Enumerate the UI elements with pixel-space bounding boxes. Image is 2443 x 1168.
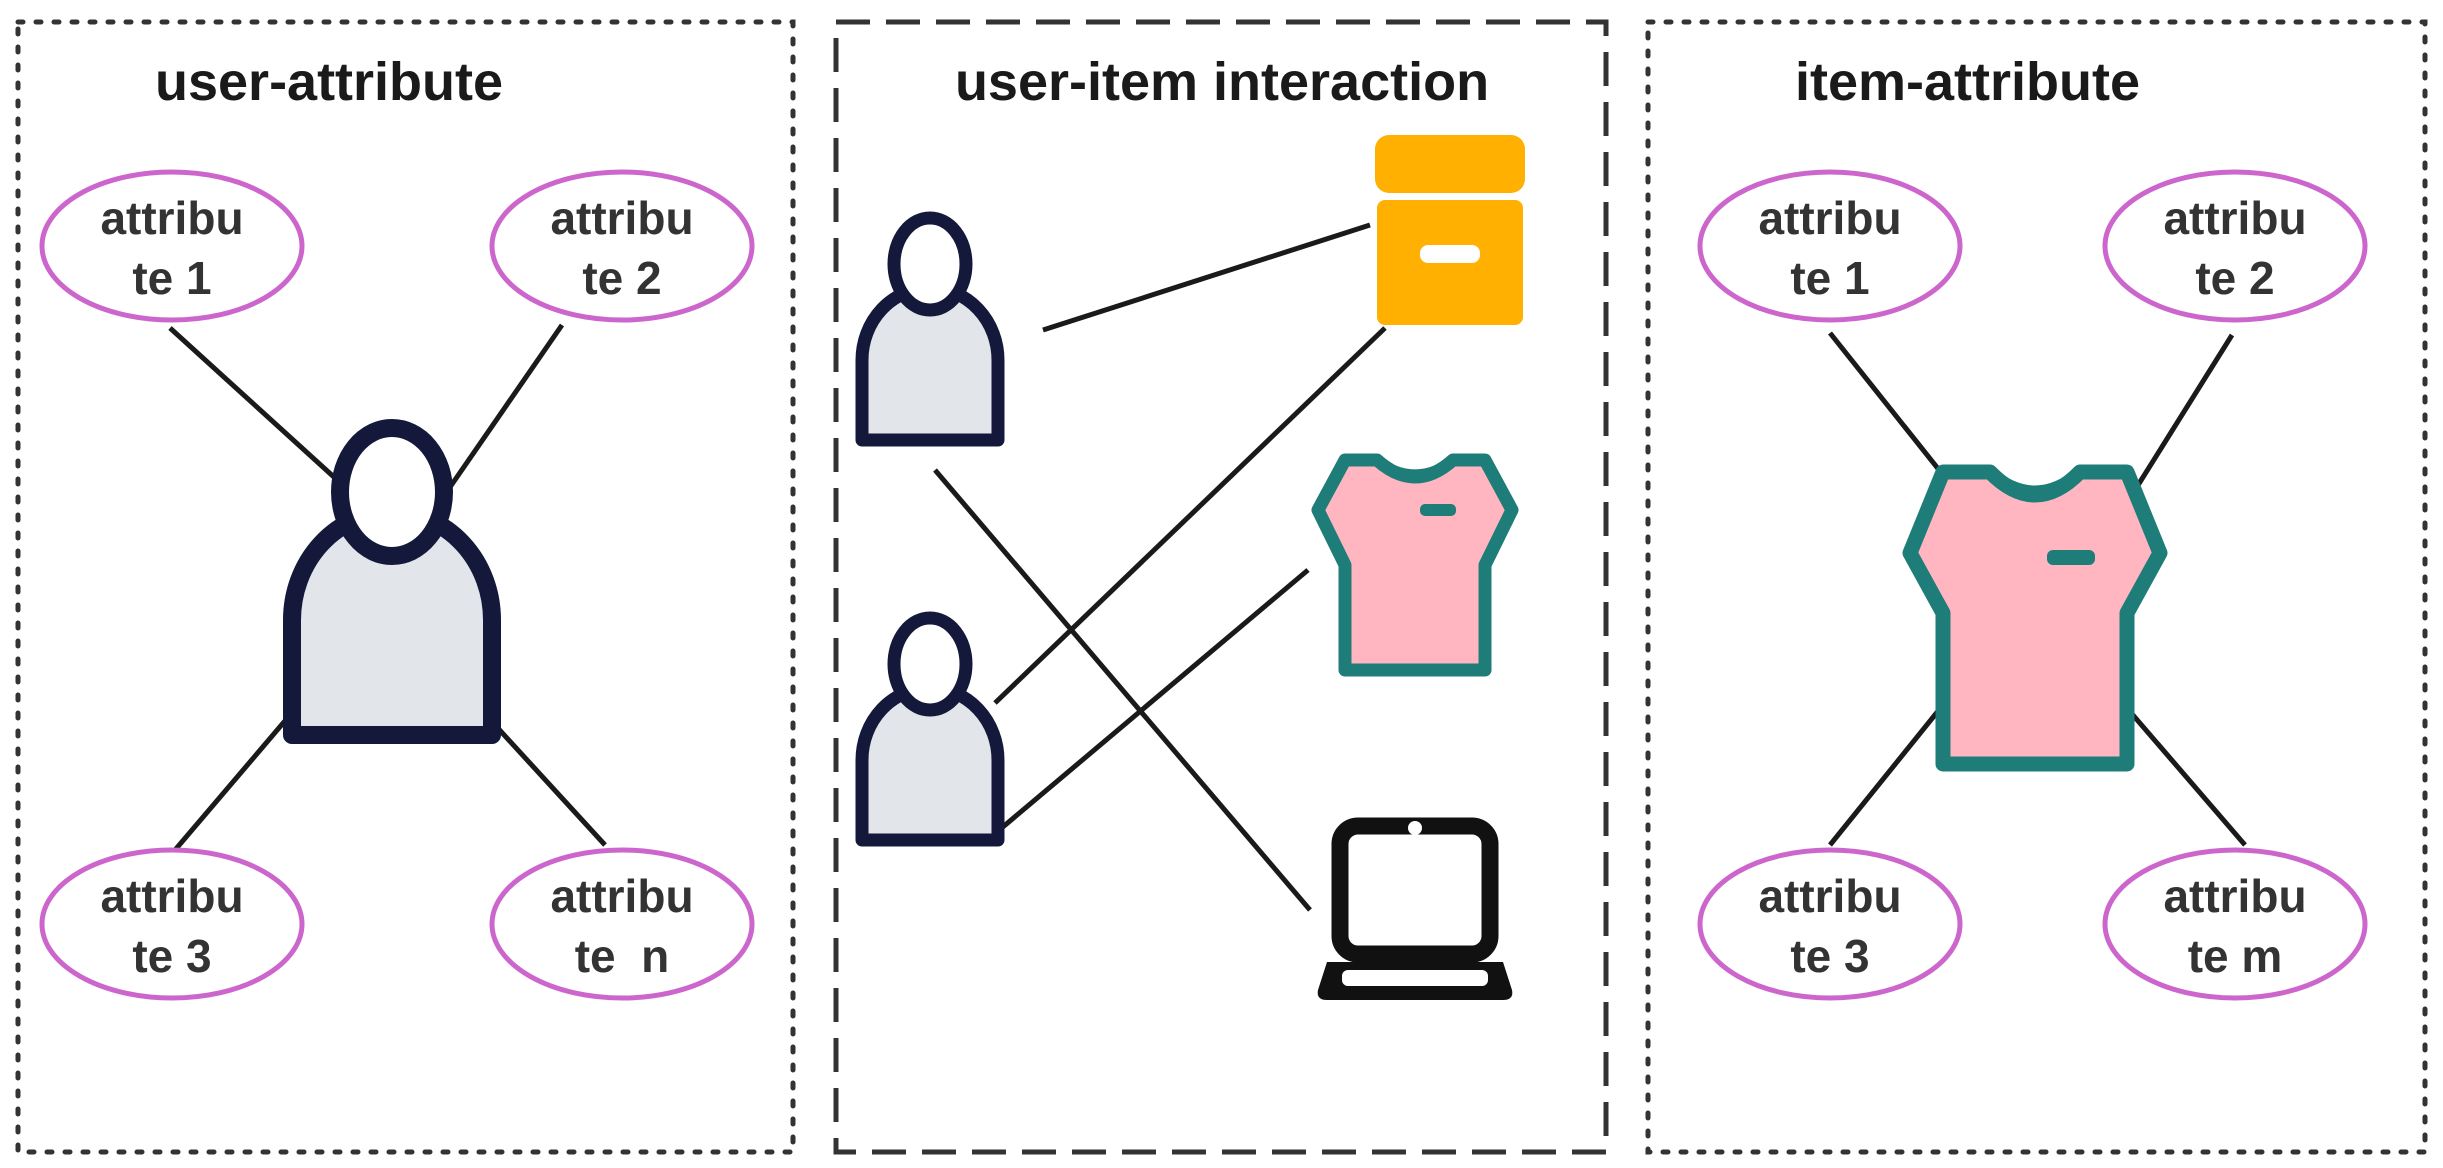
attribute-ellipse bbox=[2102, 847, 2368, 1001]
attribute-label: te n bbox=[575, 930, 670, 982]
attribute-label: te 2 bbox=[2195, 252, 2274, 304]
panel-title: item-attribute bbox=[1795, 52, 2140, 112]
panel-title: user-item interaction bbox=[955, 52, 1489, 112]
attribute-ellipse bbox=[1697, 847, 1963, 1001]
connector-lines bbox=[168, 323, 607, 852]
attribute-node: attribu te 3 bbox=[39, 847, 305, 1001]
shirt-icon bbox=[1902, 464, 2168, 772]
panel-user-attribute: user-attribute attribu te 1 attribu te 2… bbox=[15, 19, 796, 1155]
attribute-ellipse bbox=[489, 169, 755, 323]
attribute-label: attribu bbox=[1758, 192, 1901, 244]
attribute-ellipse bbox=[1697, 169, 1963, 323]
shirt-icon bbox=[1311, 453, 1519, 677]
attribute-label: te 1 bbox=[132, 252, 211, 304]
attribute-label: attribu bbox=[100, 870, 243, 922]
attribute-ellipse bbox=[2102, 169, 2368, 323]
connector-lines bbox=[1828, 331, 2247, 847]
attribute-node: attribu te m bbox=[2102, 847, 2368, 1001]
attribute-label: attribu bbox=[100, 192, 243, 244]
user-icon bbox=[855, 211, 1005, 447]
user-icon bbox=[283, 419, 501, 744]
attribute-node: attribu te 1 bbox=[39, 169, 305, 323]
attribute-ellipse bbox=[489, 847, 755, 1001]
attribute-label: attribu bbox=[2163, 870, 2306, 922]
interaction-lines bbox=[933, 222, 1387, 912]
attribute-label: te 1 bbox=[1790, 252, 1869, 304]
attribute-node: attribu te 2 bbox=[489, 169, 755, 323]
attribute-label: te m bbox=[2188, 930, 2283, 982]
attribute-label: attribu bbox=[2163, 192, 2306, 244]
attribute-label: te 2 bbox=[582, 252, 661, 304]
attribute-label: te 3 bbox=[1790, 930, 1869, 982]
attribute-label: te 3 bbox=[132, 930, 211, 982]
panel-border bbox=[15, 19, 796, 1155]
attribute-node: attribu te 3 bbox=[1697, 847, 1963, 1001]
user-icon bbox=[855, 611, 1005, 847]
attribute-ellipse bbox=[39, 847, 305, 1001]
laptop-icon bbox=[1317, 817, 1513, 1000]
attribute-node: attribu te n bbox=[489, 847, 755, 1001]
panel-item-attribute: item-attribute attribu te 1 attribu te 2 bbox=[1645, 19, 2428, 1155]
attribute-label: attribu bbox=[1758, 870, 1901, 922]
box-icon bbox=[1375, 135, 1525, 325]
attribute-label: attribu bbox=[550, 870, 693, 922]
attribute-ellipse bbox=[39, 169, 305, 323]
panel-title: user-attribute bbox=[155, 52, 503, 112]
attribute-label: attribu bbox=[550, 192, 693, 244]
attribute-node: attribu te 2 bbox=[2102, 169, 2368, 323]
attribute-node: attribu te 1 bbox=[1697, 169, 1963, 323]
panel-user-item-interaction: user-item interaction bbox=[833, 19, 1609, 1155]
